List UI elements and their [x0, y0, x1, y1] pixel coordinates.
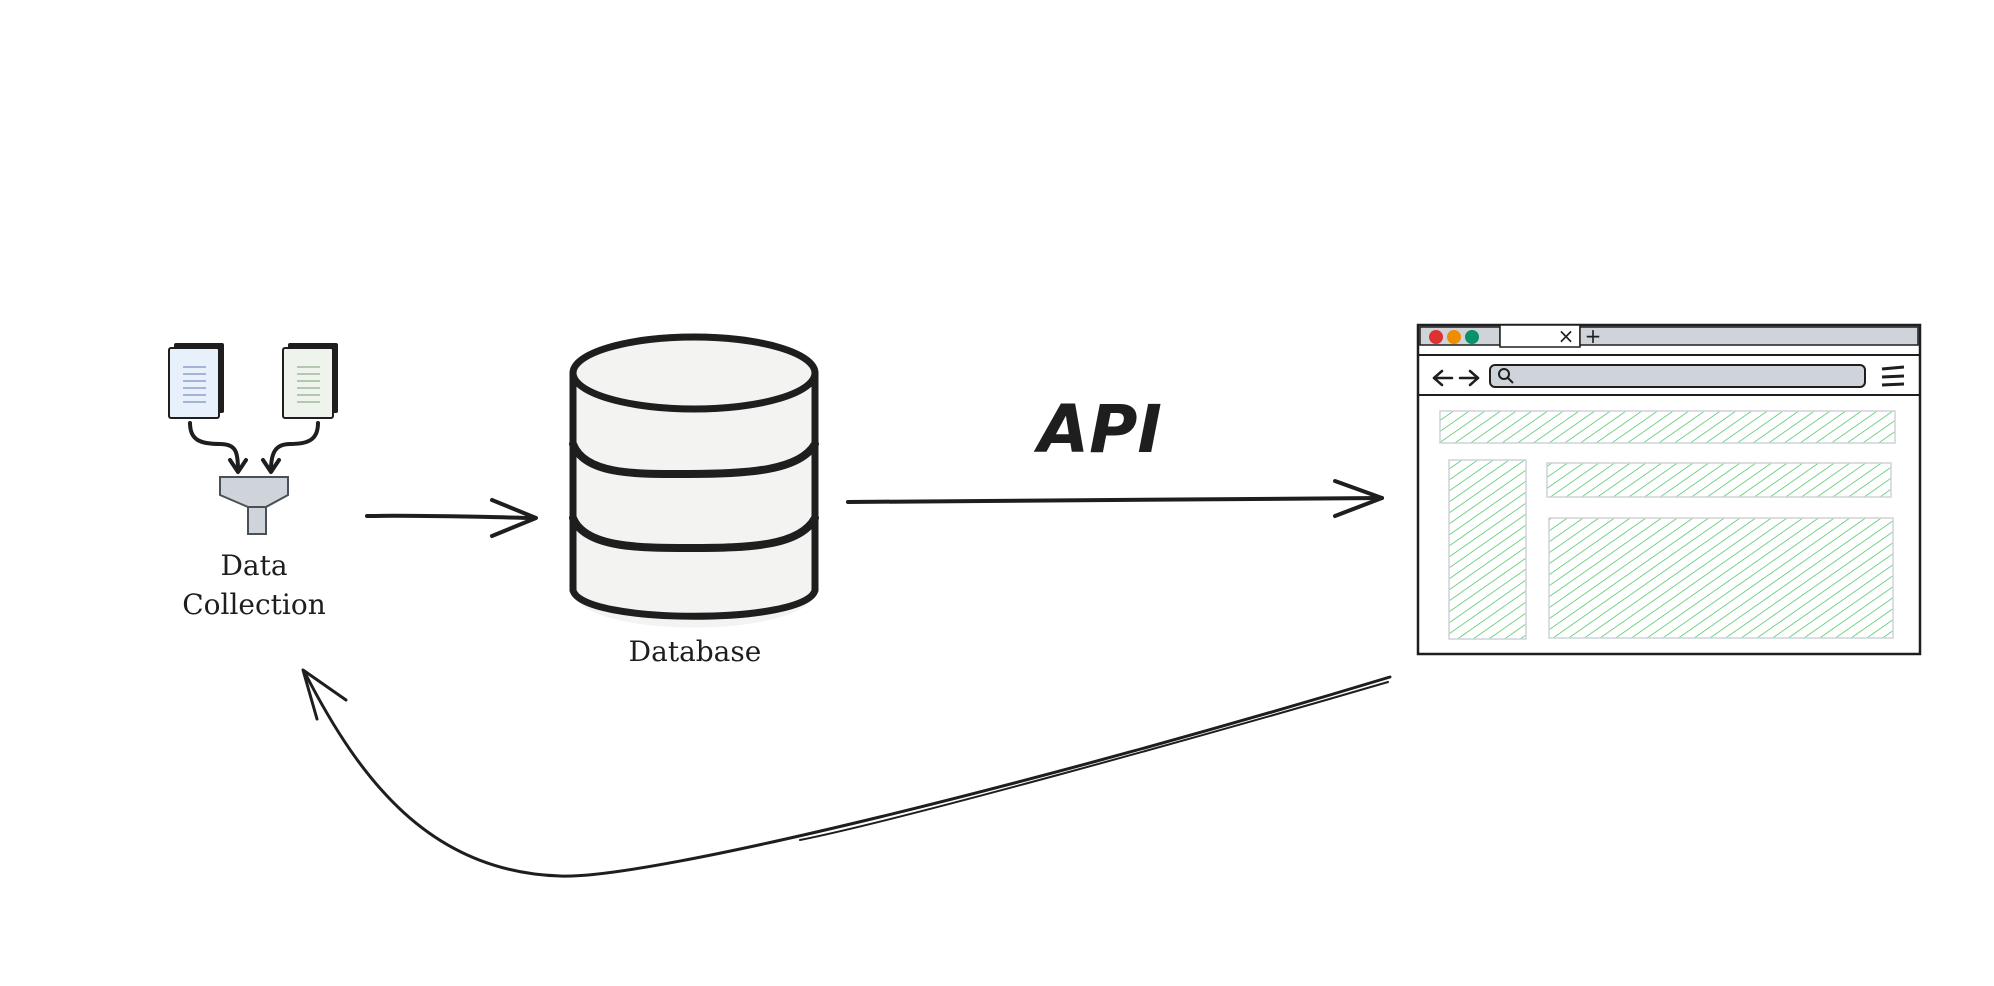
funnel-icon: [219, 476, 289, 535]
hamburger-menu-icon: [1881, 365, 1905, 387]
data-collection-label-line1: Data: [220, 549, 287, 582]
content-header-block: [1439, 410, 1896, 444]
arrow-collection-to-database: [365, 498, 538, 538]
back-arrow-icon: [1432, 369, 1454, 387]
search-icon: [1498, 368, 1514, 384]
data-collection-label: Data Collection: [182, 549, 326, 621]
database-label: Database: [629, 635, 762, 668]
right-document-icon: [282, 343, 338, 419]
browser-tab-bar: × +: [1418, 324, 1920, 356]
arrow-database-to-browser: [846, 479, 1384, 518]
browser-window-icon: × +: [1416, 323, 1922, 656]
database-cylinder-icon: [569, 333, 819, 628]
data-collection-label-line2: Collection: [182, 588, 326, 621]
close-dot-icon: [1429, 330, 1443, 344]
maximize-dot-icon: [1465, 330, 1479, 344]
arrow-browser-to-collection: [301, 668, 1392, 878]
browser-address-row: [1418, 364, 1920, 396]
left-document-icon: [168, 343, 224, 419]
browser-page-content: [1439, 410, 1896, 640]
content-top-block: [1546, 462, 1892, 498]
tab-close-icon: ×: [1558, 324, 1575, 348]
content-sidebar-block: [1448, 459, 1527, 640]
documents-funnel-icon: [168, 343, 338, 535]
feed-arrows: [188, 421, 320, 474]
minimize-dot-icon: [1447, 330, 1461, 344]
tab-new-icon: +: [1585, 324, 1602, 348]
browser-url-bar: [1489, 364, 1866, 388]
forward-arrow-icon: [1458, 369, 1480, 387]
api-label: API: [1033, 391, 1162, 468]
content-main-block: [1548, 517, 1894, 639]
